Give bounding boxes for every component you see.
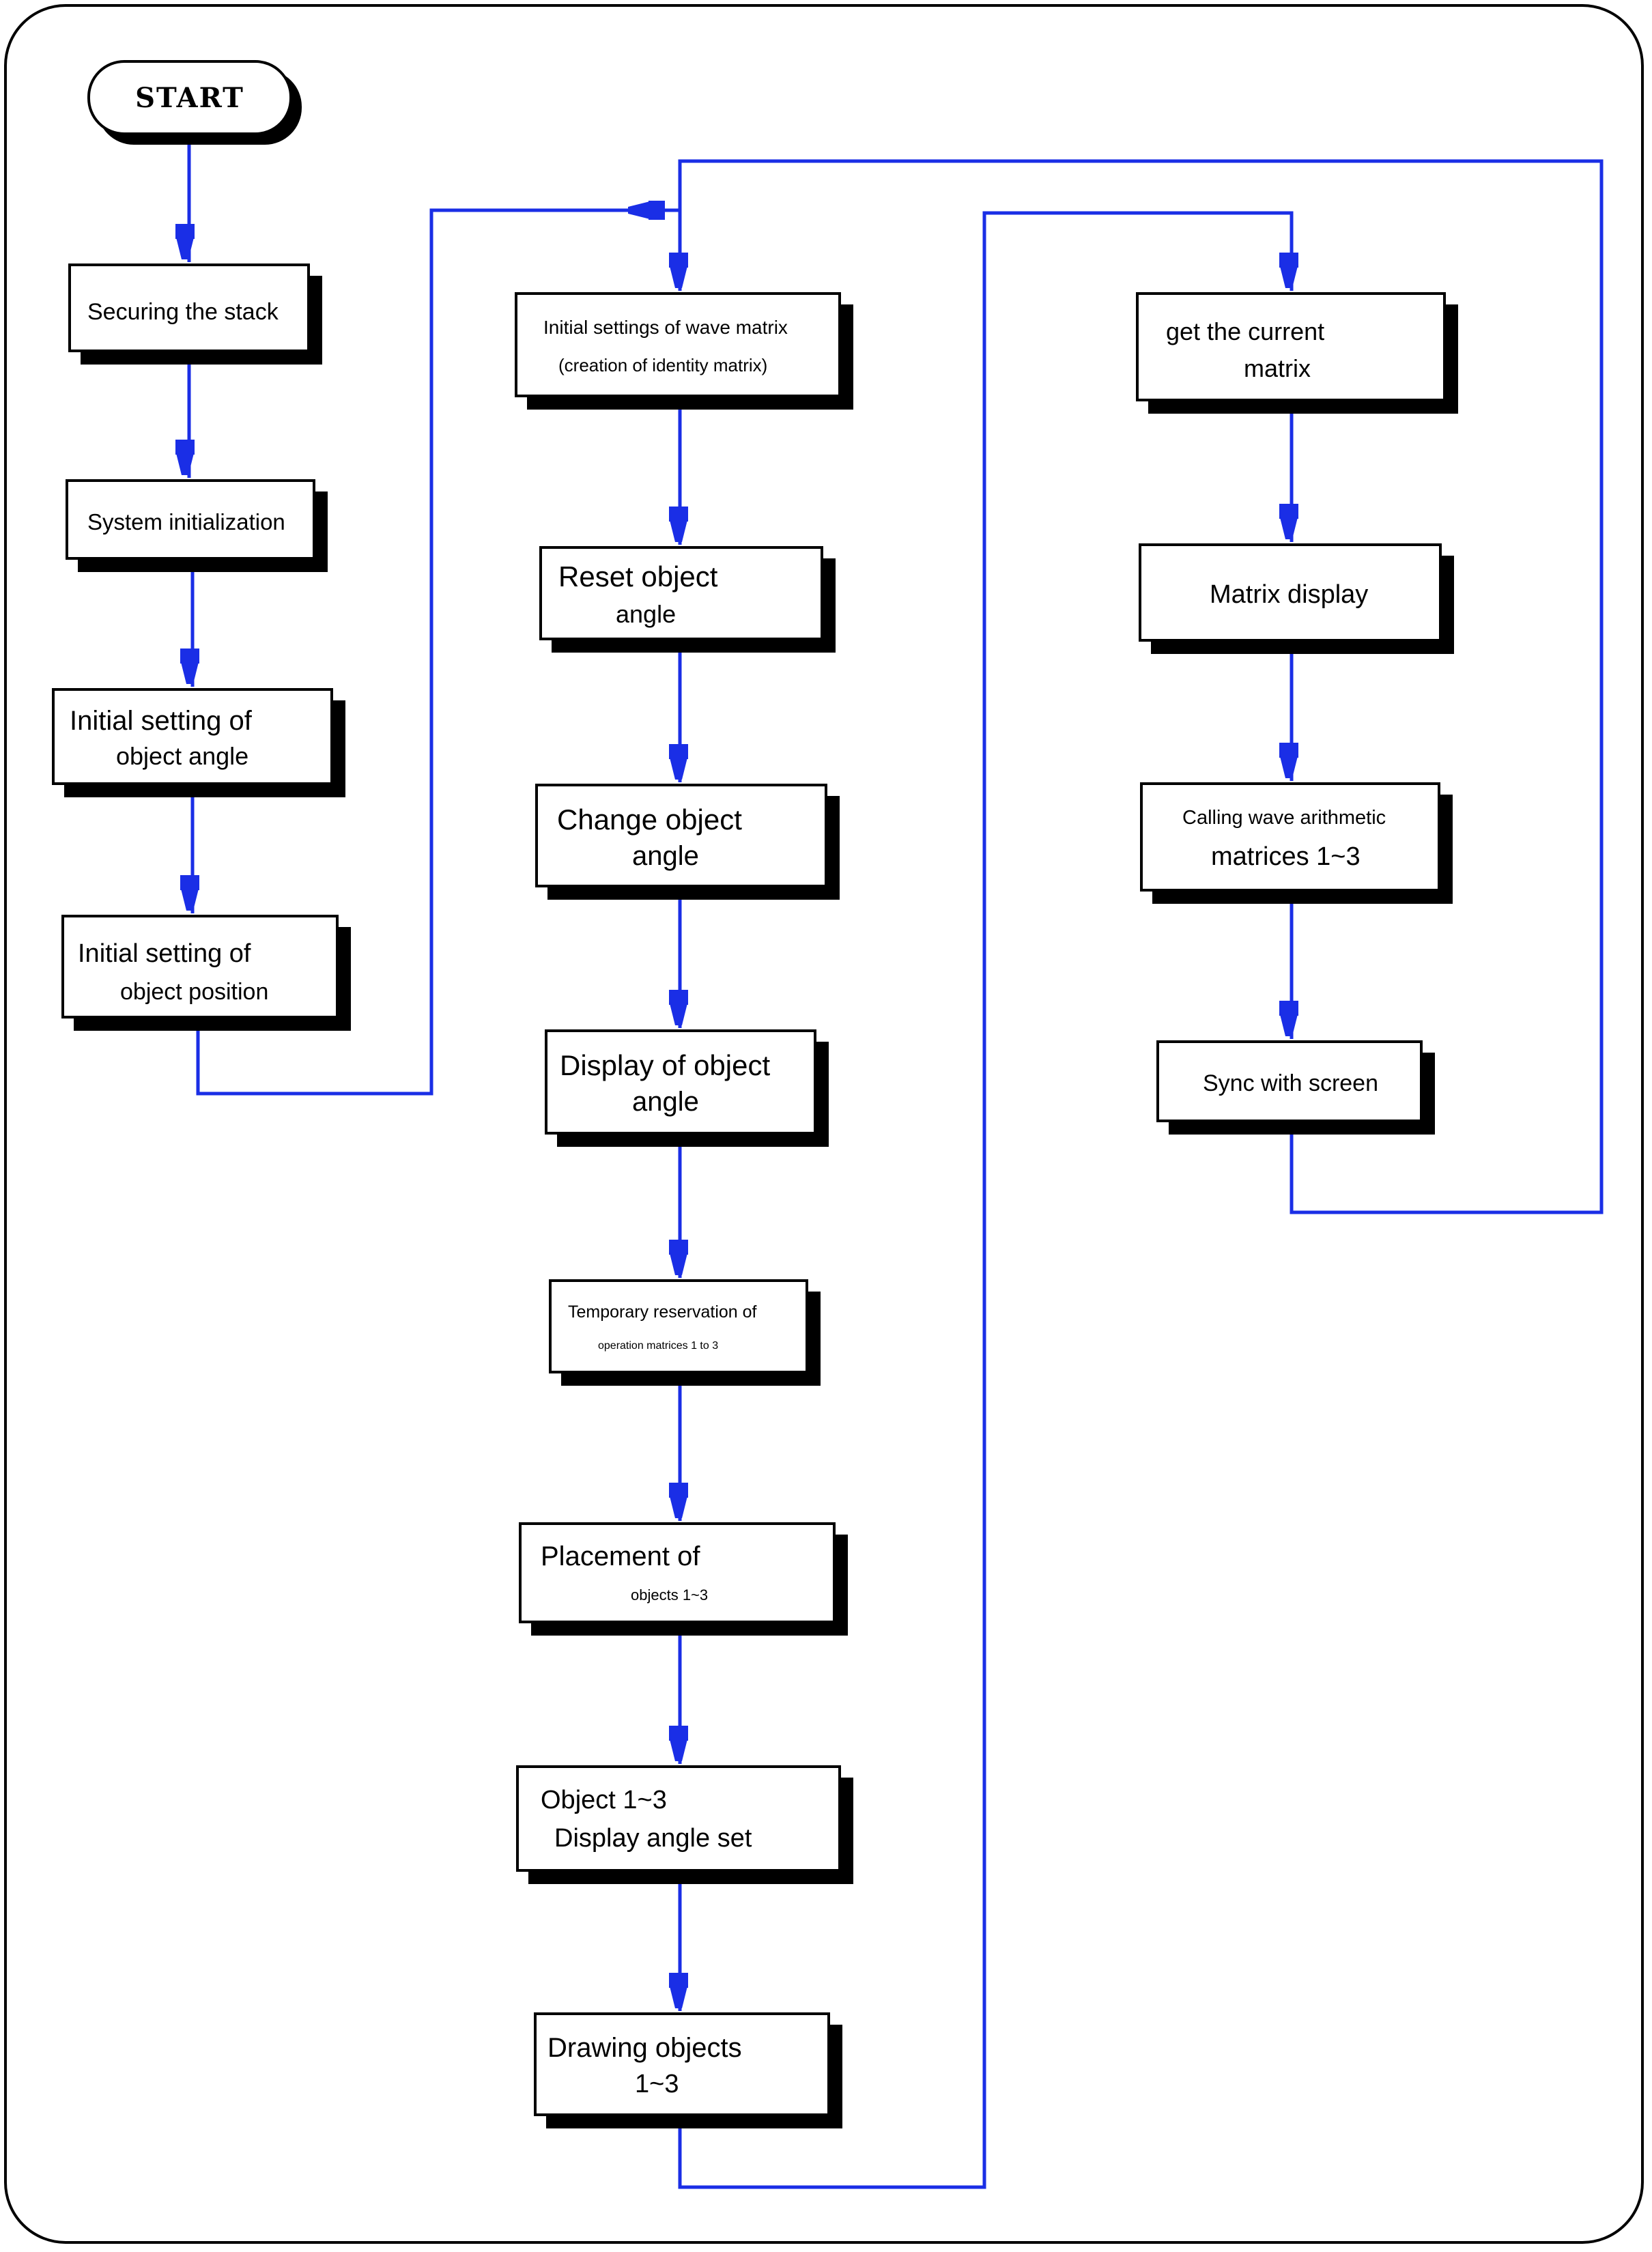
arrowhead-down-icon bbox=[669, 1973, 688, 2008]
step-placement-objects: Placement of objects 1~3 bbox=[519, 1522, 836, 1623]
arrowhead-down-icon bbox=[1279, 1001, 1298, 1036]
flow-drawing-to-getmatrix bbox=[678, 211, 1294, 2189]
step-securing-stack: Securing the stack bbox=[68, 263, 310, 352]
arrowhead-down-icon bbox=[669, 1240, 688, 1275]
step-text: objects 1~3 bbox=[631, 1586, 709, 1604]
step-text: Change object bbox=[557, 803, 742, 836]
arrowhead-down-icon bbox=[1279, 253, 1298, 288]
step-text: Sync with screen bbox=[1203, 1070, 1378, 1096]
flow-sync-loop-back bbox=[678, 159, 1604, 1214]
step-text: operation matrices 1 to 3 bbox=[598, 1340, 719, 1352]
arrowhead-down-icon bbox=[669, 507, 688, 542]
step-matrix-display: Matrix display bbox=[1139, 543, 1442, 642]
step-calling-wave-matrices: Calling wave arithmetic matrices 1~3 bbox=[1140, 782, 1440, 892]
arrowhead-down-icon bbox=[669, 1483, 688, 1518]
step-text: Initial setting of bbox=[70, 706, 252, 736]
arrowhead-down-icon bbox=[175, 440, 195, 475]
arrowhead-down-icon bbox=[175, 224, 195, 259]
arrowhead-down-icon bbox=[180, 875, 199, 911]
step-sync-with-screen: Sync with screen bbox=[1156, 1040, 1423, 1122]
step-text: angle bbox=[632, 841, 699, 871]
step-get-current-matrix: get the current matrix bbox=[1136, 292, 1446, 401]
arrowhead-down-icon bbox=[1279, 743, 1298, 778]
step-temporary-reservation: Temporary reservation of operation matri… bbox=[549, 1279, 808, 1373]
step-text: Securing the stack bbox=[87, 299, 279, 325]
step-text: get the current bbox=[1166, 317, 1325, 345]
step-text: Temporary reservation of bbox=[568, 1302, 757, 1322]
arrowhead-down-icon bbox=[180, 648, 199, 684]
step-text: Initial settings of wave matrix bbox=[543, 317, 788, 338]
step-text: System initialization bbox=[87, 509, 285, 535]
step-text: Reset object bbox=[558, 560, 718, 593]
step-text: matrices 1~3 bbox=[1211, 842, 1361, 871]
start-label: START bbox=[135, 81, 244, 114]
step-change-object-angle: Change object angle bbox=[535, 784, 827, 887]
step-text: angle bbox=[632, 1087, 699, 1117]
step-text: Calling wave arithmetic bbox=[1182, 807, 1386, 829]
step-text: object angle bbox=[116, 742, 249, 770]
step-text: angle bbox=[616, 600, 677, 628]
arrowhead-left-icon bbox=[628, 201, 665, 220]
step-object-display-angle-set: Object 1~3 Display angle set bbox=[516, 1765, 841, 1872]
step-system-initialization: System initialization bbox=[66, 479, 315, 560]
step-init-object-position: Initial setting of object position bbox=[61, 915, 339, 1018]
arrowhead-down-icon bbox=[669, 990, 688, 1025]
step-drawing-objects: Drawing objects 1~3 bbox=[534, 2012, 830, 2116]
step-text: (creation of identity matrix) bbox=[558, 355, 768, 375]
step-text: Drawing objects bbox=[547, 2033, 742, 2063]
step-text: 1~3 bbox=[635, 2070, 679, 2098]
step-init-wave-matrix: Initial settings of wave matrix (creatio… bbox=[515, 292, 841, 397]
step-init-object-angle: Initial setting of object angle bbox=[52, 688, 333, 785]
step-text: object position bbox=[120, 979, 269, 1005]
step-text: Placement of bbox=[541, 1541, 700, 1571]
arrowhead-down-icon bbox=[669, 1726, 688, 1761]
arrowhead-down-icon bbox=[669, 744, 688, 780]
step-text: Object 1~3 bbox=[541, 1786, 667, 1814]
step-reset-object-angle: Reset object angle bbox=[539, 546, 823, 640]
step-display-object-angle: Display of object angle bbox=[545, 1029, 816, 1135]
step-text: matrix bbox=[1244, 354, 1311, 382]
arrowhead-down-icon bbox=[1279, 504, 1298, 539]
step-text: Display angle set bbox=[554, 1824, 752, 1853]
step-text: Initial setting of bbox=[78, 939, 251, 968]
step-text: Display of object bbox=[560, 1049, 771, 1081]
step-text: Matrix display bbox=[1210, 580, 1369, 609]
start-terminal: START bbox=[87, 60, 292, 135]
arrowhead-down-icon bbox=[669, 253, 688, 288]
